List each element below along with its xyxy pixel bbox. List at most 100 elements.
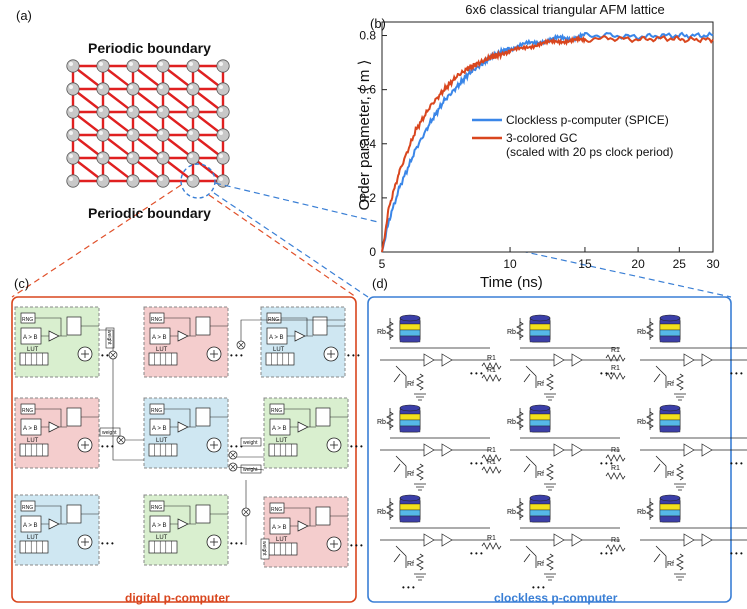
rng-text: RNG [151,505,162,511]
ellipsis: • • • [470,459,483,468]
weight-box [240,437,262,447]
flipflop-block [315,506,331,526]
comparator-text: A > B [23,335,38,341]
node-highlight [159,62,163,66]
ellipsis: • • • [470,369,483,378]
resistor-label: Rf [667,561,674,568]
resistor [676,373,684,391]
circuit-wire [640,408,747,451]
weight-box [105,327,115,349]
periodic-boundary-top: Periodic boundary [88,40,211,56]
chart-title: 6x6 classical triangular AFM lattice [465,2,665,17]
node-highlight [159,154,163,158]
inverter-symbol [423,443,453,457]
mtj-cap [659,404,681,412]
legend-label: (scaled with 20 ps clock period) [506,145,673,159]
ground-symbol [414,573,426,581]
lattice-node [216,59,230,73]
resistor-label: R1 [611,347,620,354]
connector-to-c-left [11,184,182,298]
comparator-text: A > B [152,335,167,341]
lut-text: LUT [27,438,39,444]
resistor [416,373,424,391]
panel-a-label: (a) [16,8,32,23]
ellipsis: • • • [101,442,114,451]
resistor-label: Rf [407,471,414,478]
triangular-lattice [66,59,230,188]
lattice-node [156,59,170,73]
resistor [416,463,424,481]
node-highlight [219,131,223,135]
mtj-cap [659,494,681,502]
y-tick-label: 0.6 [359,83,376,97]
resistor [516,321,524,339]
resistor-label: Rf [537,471,544,478]
mtj-layer [659,335,681,343]
resistor-label: Rb [377,329,386,336]
resistor [605,354,626,362]
inverter-symbol [683,443,713,457]
lattice-node [156,151,170,165]
multiplier-x [110,352,116,358]
ground-symbol [674,393,686,401]
circuit-wire [380,318,490,361]
resistor-label: R1 [611,537,620,544]
highlight-circle [180,163,216,199]
mtj-cap [529,494,551,502]
multiplier-x [243,509,249,515]
node-highlight [69,108,73,112]
node-highlight [159,131,163,135]
resistor-label: Rb [637,329,646,336]
comparator-text: A > B [23,426,38,432]
wires [164,505,228,525]
panel-c-caption: digital p-computer [125,591,230,605]
resistor-label: Rb [637,419,646,426]
transistor-symbol [653,365,667,388]
mtj-layer [529,509,551,517]
resistor-label: R1 [487,355,496,362]
ground-symbol [674,483,686,491]
mtj-layer [399,413,421,421]
resistor [481,454,502,462]
transistor-symbol [523,365,537,388]
mtj-layer [659,413,681,421]
ellipsis: • • • [101,539,114,548]
resistor [605,454,626,462]
resistor-label: R1 [611,447,620,454]
mtj-layer [399,515,421,523]
lut-block [148,352,178,366]
weight-box [260,538,270,560]
transistor-symbol [653,545,667,568]
resistor [676,463,684,481]
comparator-text: A > B [152,426,167,432]
mtj-layer [529,419,551,427]
panel-d-label: (d) [372,276,388,291]
circuit-wire [380,498,490,541]
rng-text: RNG [271,408,282,414]
weight-text: weight [243,440,258,446]
rng-text: RNG [151,408,162,414]
x-tick-label: 5 [379,257,386,271]
ellipsis: • • • [101,351,114,360]
mtj-layer [529,503,551,511]
node-highlight [129,154,133,158]
lattice-node [96,82,110,96]
resistor-label: R1 [487,447,496,454]
lattice-node [216,82,230,96]
mtj-layer [399,425,421,433]
circuit-wire [510,498,620,541]
lattice-node [216,128,230,142]
lattice-node [66,82,80,96]
ellipsis: • • • [347,351,360,360]
mtj-layer [529,515,551,523]
resistor [386,321,394,339]
lut-block [265,352,295,366]
mtj-layer [399,335,421,343]
transistor-symbol [393,545,407,568]
legend-label: 3-colored GC [506,131,578,145]
inverter-symbol [553,353,583,367]
lut-block [268,542,298,556]
resistor-label: Rb [507,419,516,426]
